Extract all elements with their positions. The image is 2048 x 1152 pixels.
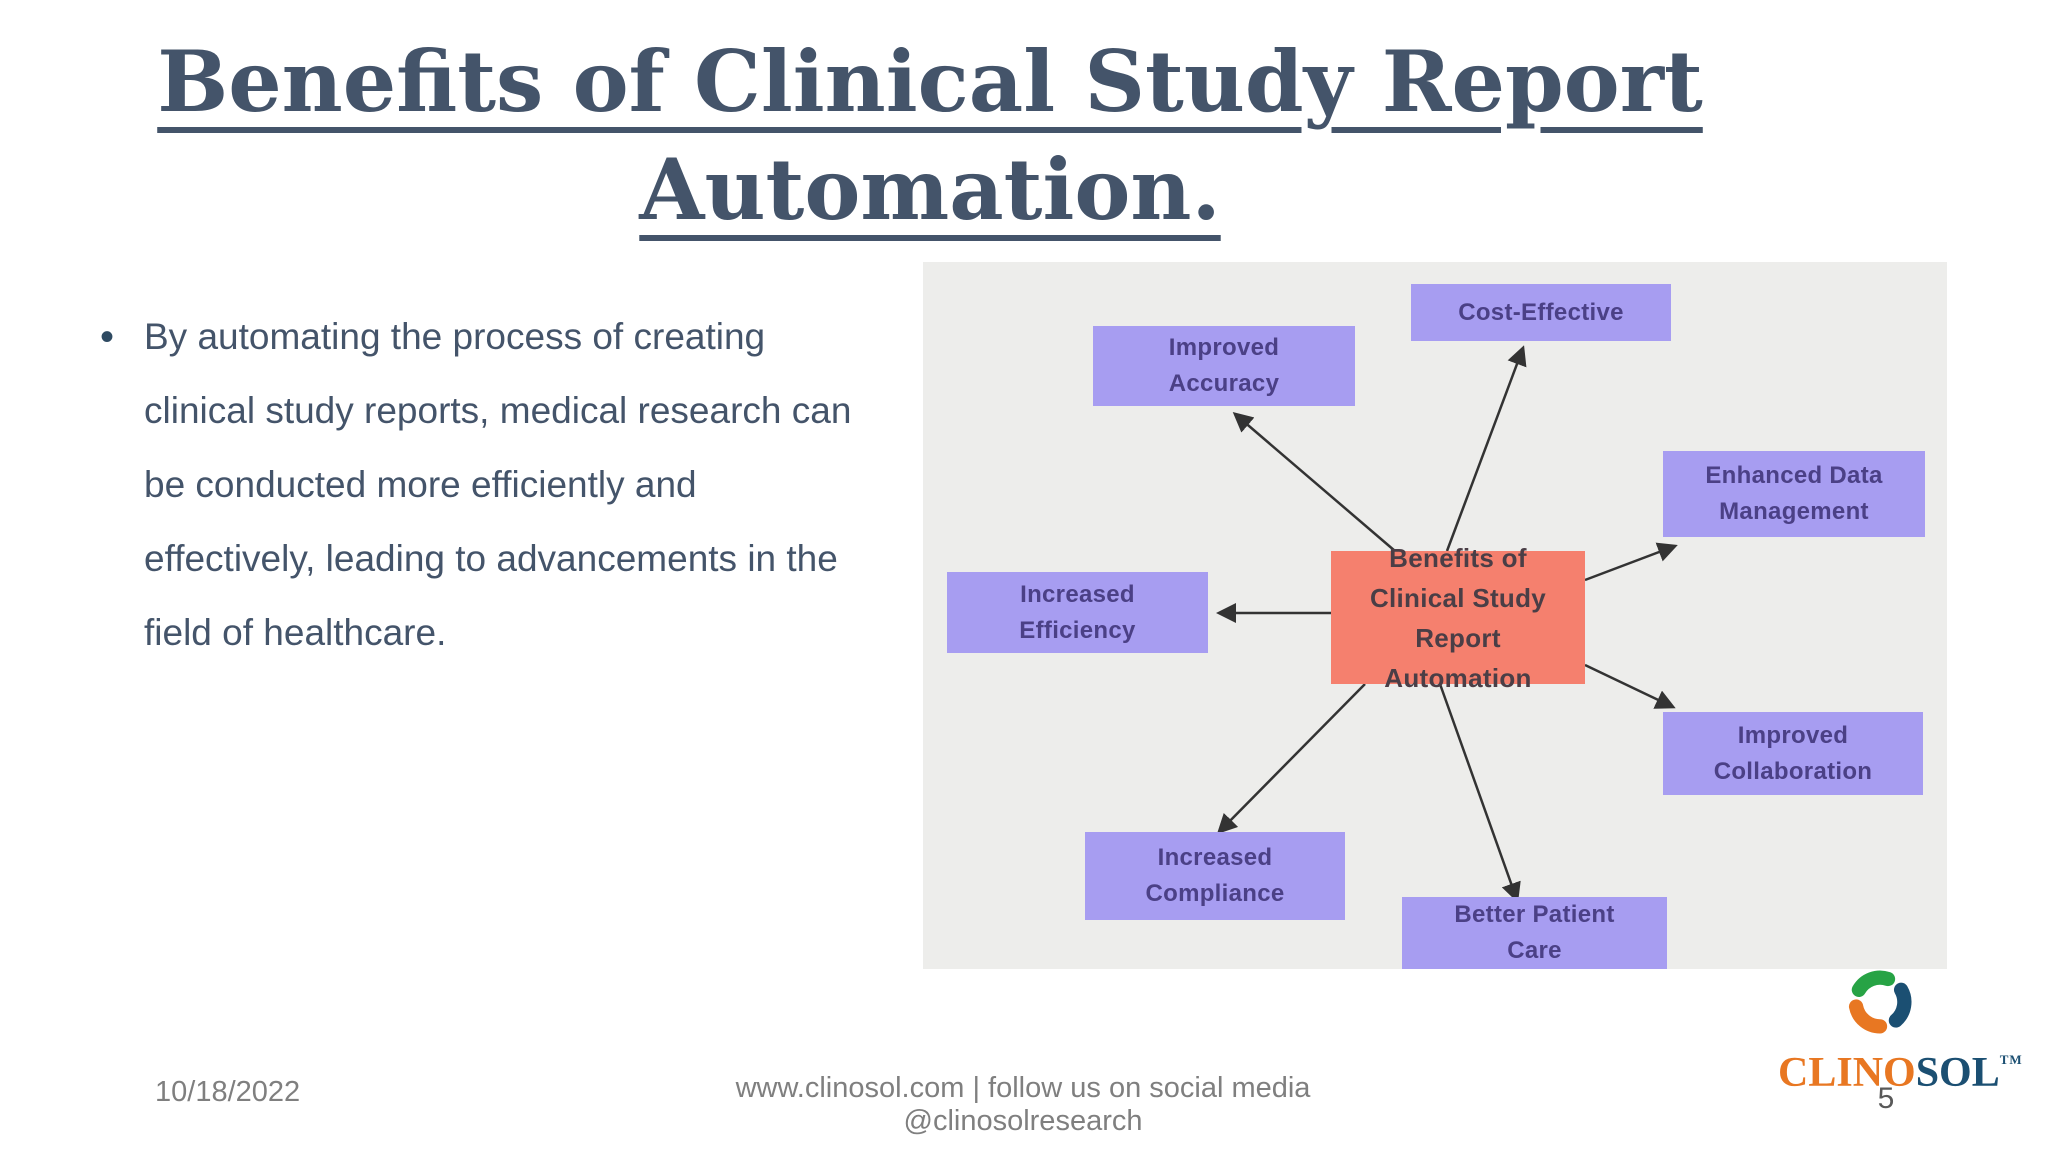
page-title: Benefits of Clinical Study Report Automa…	[157, 32, 1703, 239]
clinosol-logo-icon	[1848, 970, 1912, 1034]
arrow-to-improved-accuracy	[1232, 412, 1396, 552]
node-label: Enhanced Data	[1705, 462, 1883, 489]
footer-website-line: www.clinosol.com | follow us on social m…	[735, 1072, 1311, 1104]
logo-trademark: TM	[1999, 1052, 2023, 1067]
node-label: Management	[1719, 498, 1869, 525]
logo-text-sol: SOL	[1915, 1050, 2000, 1096]
arrow-to-improved-collaboration	[1584, 663, 1676, 709]
diagram-node-better-patient-care: Better Patient Care	[1402, 897, 1667, 969]
bullet-text-line: effectively, leading to advancements in …	[144, 538, 838, 579]
center-node-label: Report	[1415, 622, 1501, 653]
diagram-node-enhanced-data-management: Enhanced Data Management	[1663, 451, 1925, 537]
arrow-to-increased-compliance	[1216, 683, 1366, 835]
node-label: Cost-Effective	[1458, 298, 1624, 326]
diagram-node-improved-collaboration: Improved Collaboration	[1663, 712, 1923, 795]
node-label: Increased	[1020, 580, 1135, 608]
diagram-panel: Benefits of Clinical Study Report Automa…	[923, 262, 1947, 969]
page-number: 5	[1877, 1082, 1895, 1115]
node-label: Collaboration	[1713, 757, 1873, 785]
node-label: Care	[1507, 937, 1562, 964]
slide-date: 10/18/2022	[155, 1076, 301, 1108]
node-label: Accuracy	[1168, 370, 1280, 397]
center-node-label: Clinical Study	[1369, 582, 1547, 613]
node-label: Improved	[1737, 721, 1849, 749]
diagram-node-increased-compliance: Increased Compliance	[1085, 832, 1345, 920]
center-node-label: Benefits of	[1389, 542, 1527, 573]
bullet-text-line: field of healthcare.	[144, 612, 447, 653]
clinosol-logo-text: CLINOSOLTM	[1778, 1038, 2022, 1096]
bullet-text: By automating the process of creating cl…	[144, 300, 851, 670]
bullet-text-line: be conducted more efficiently and	[144, 464, 697, 505]
diagram-arrows	[1216, 345, 1678, 903]
diagram-node-increased-efficiency: Increased Efficiency	[947, 572, 1208, 653]
node-label: Compliance	[1145, 880, 1285, 907]
bullet-icon: •	[100, 315, 115, 359]
arrow-to-cost-effective	[1445, 345, 1527, 552]
node-label: Efficiency	[1019, 616, 1136, 644]
diagram-center-node: Benefits of Clinical Study Report Automa…	[1331, 543, 1585, 693]
diagram-node-cost-effective: Cost-Effective	[1411, 284, 1671, 341]
node-label: Better Patient	[1454, 901, 1615, 928]
arrow-to-better-patient-care	[1438, 683, 1521, 903]
center-node-label: Automation	[1384, 662, 1532, 693]
footer-social-handle: @clinosolresearch	[903, 1105, 1143, 1137]
logo-text-clino: CLINO	[1778, 1050, 1916, 1096]
footer-text: www.clinosol.com | follow us on social m…	[693, 1072, 1353, 1138]
node-label: Increased	[1157, 844, 1273, 871]
diagram-node-improved-accuracy: Improved Accuracy	[1093, 326, 1355, 406]
arrow-to-enhanced-data-management	[1584, 542, 1678, 582]
bullet-text-line: By automating the process of creating	[144, 316, 766, 357]
bullet-text-line: clinical study reports, medical research…	[144, 390, 852, 431]
node-label: Improved	[1168, 334, 1280, 361]
bullet-item: • By automating the process of creating …	[100, 300, 851, 670]
